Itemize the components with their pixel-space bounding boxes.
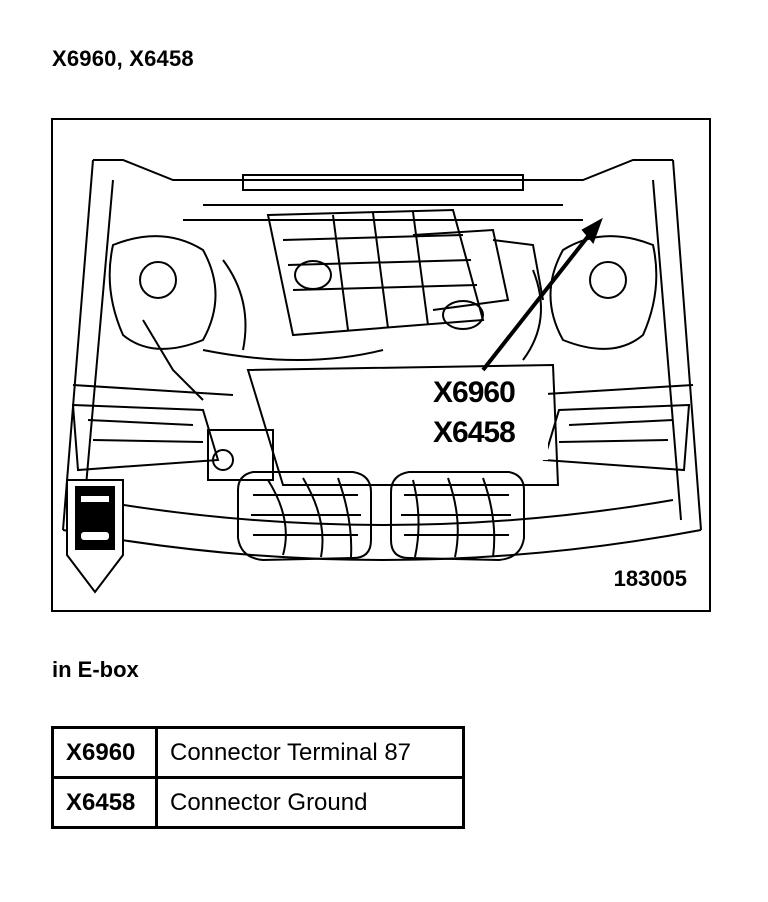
connector-table: X6960 Connector Terminal 87 X6458 Connec… (51, 726, 465, 829)
right-kidney-grille (390, 471, 525, 562)
engine-bay-figure: X6960 X6458 183005 (51, 118, 711, 612)
location-label: in E-box (52, 657, 139, 682)
callout-x6458: X6458 (433, 416, 516, 449)
left-headlight (71, 403, 220, 472)
page-title: X6960, X6458 (52, 46, 194, 71)
e-box-symbol-icon (66, 479, 124, 594)
callout-x6960: X6960 (433, 376, 516, 409)
figure-number: 183005 (613, 566, 687, 591)
engine-block (266, 208, 485, 337)
hood-outline (93, 159, 673, 181)
table-row: X6458 Connector Ground (51, 776, 465, 829)
connector-id: X6458 (51, 776, 158, 829)
left-kidney-grille (237, 471, 372, 562)
right-headlight (542, 403, 691, 472)
connector-description: Connector Ground (155, 776, 465, 829)
engine-bay-drawing (62, 159, 702, 594)
connector-id: X6960 (51, 726, 158, 779)
e-box (246, 363, 560, 486)
table-row: X6960 Connector Terminal 87 (51, 726, 465, 779)
connector-description: Connector Terminal 87 (155, 726, 465, 779)
